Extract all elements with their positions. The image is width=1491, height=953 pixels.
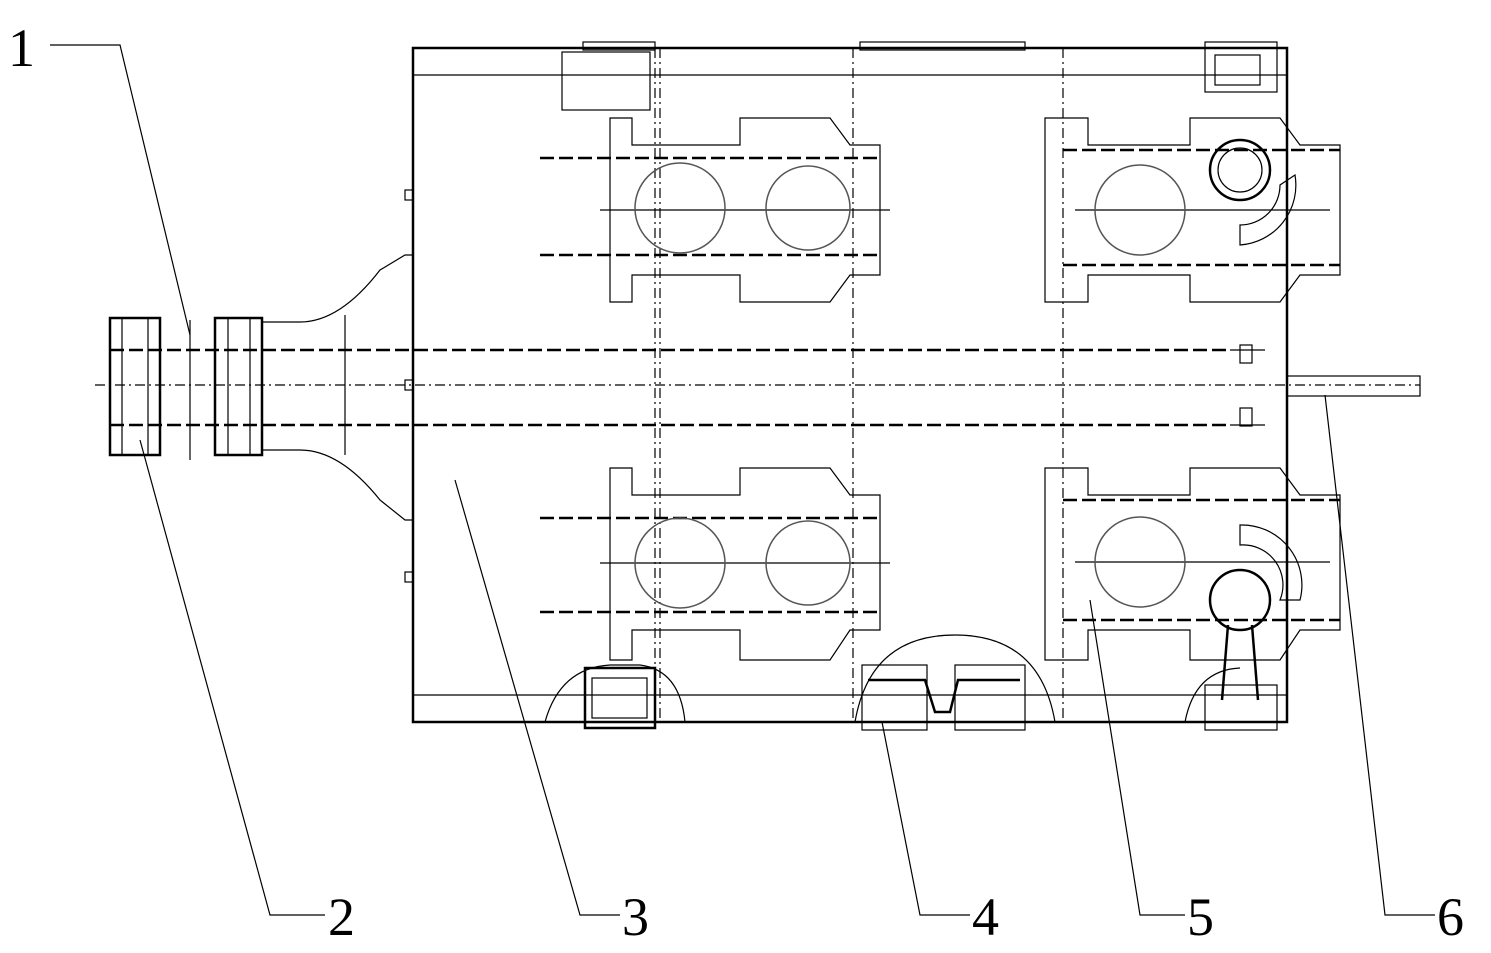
part-label-3: 3 (622, 887, 649, 947)
coupling-flange (108, 189, 414, 583)
upper-left-bearing-block (540, 117, 890, 303)
upper-right-bearing-block (1044, 117, 1341, 303)
leader-line-1 (50, 44, 191, 336)
part-label-4: 4 (972, 887, 999, 947)
leader-line-2 (139, 439, 325, 916)
part-label-5: 5 (1187, 887, 1214, 947)
leader-line-3 (454, 479, 620, 916)
leader-line-5 (1089, 599, 1185, 916)
leader-line-4 (881, 721, 970, 916)
support-feet (544, 634, 1241, 731)
part-label-6: 6 (1437, 887, 1464, 947)
part-label-2: 2 (328, 887, 355, 947)
main-shaft (95, 344, 1421, 427)
lower-left-bearing-block (540, 467, 890, 661)
lower-right-bearing-block (1044, 467, 1341, 731)
leader-line-6 (1324, 394, 1435, 916)
part-label-1: 1 (8, 18, 35, 78)
